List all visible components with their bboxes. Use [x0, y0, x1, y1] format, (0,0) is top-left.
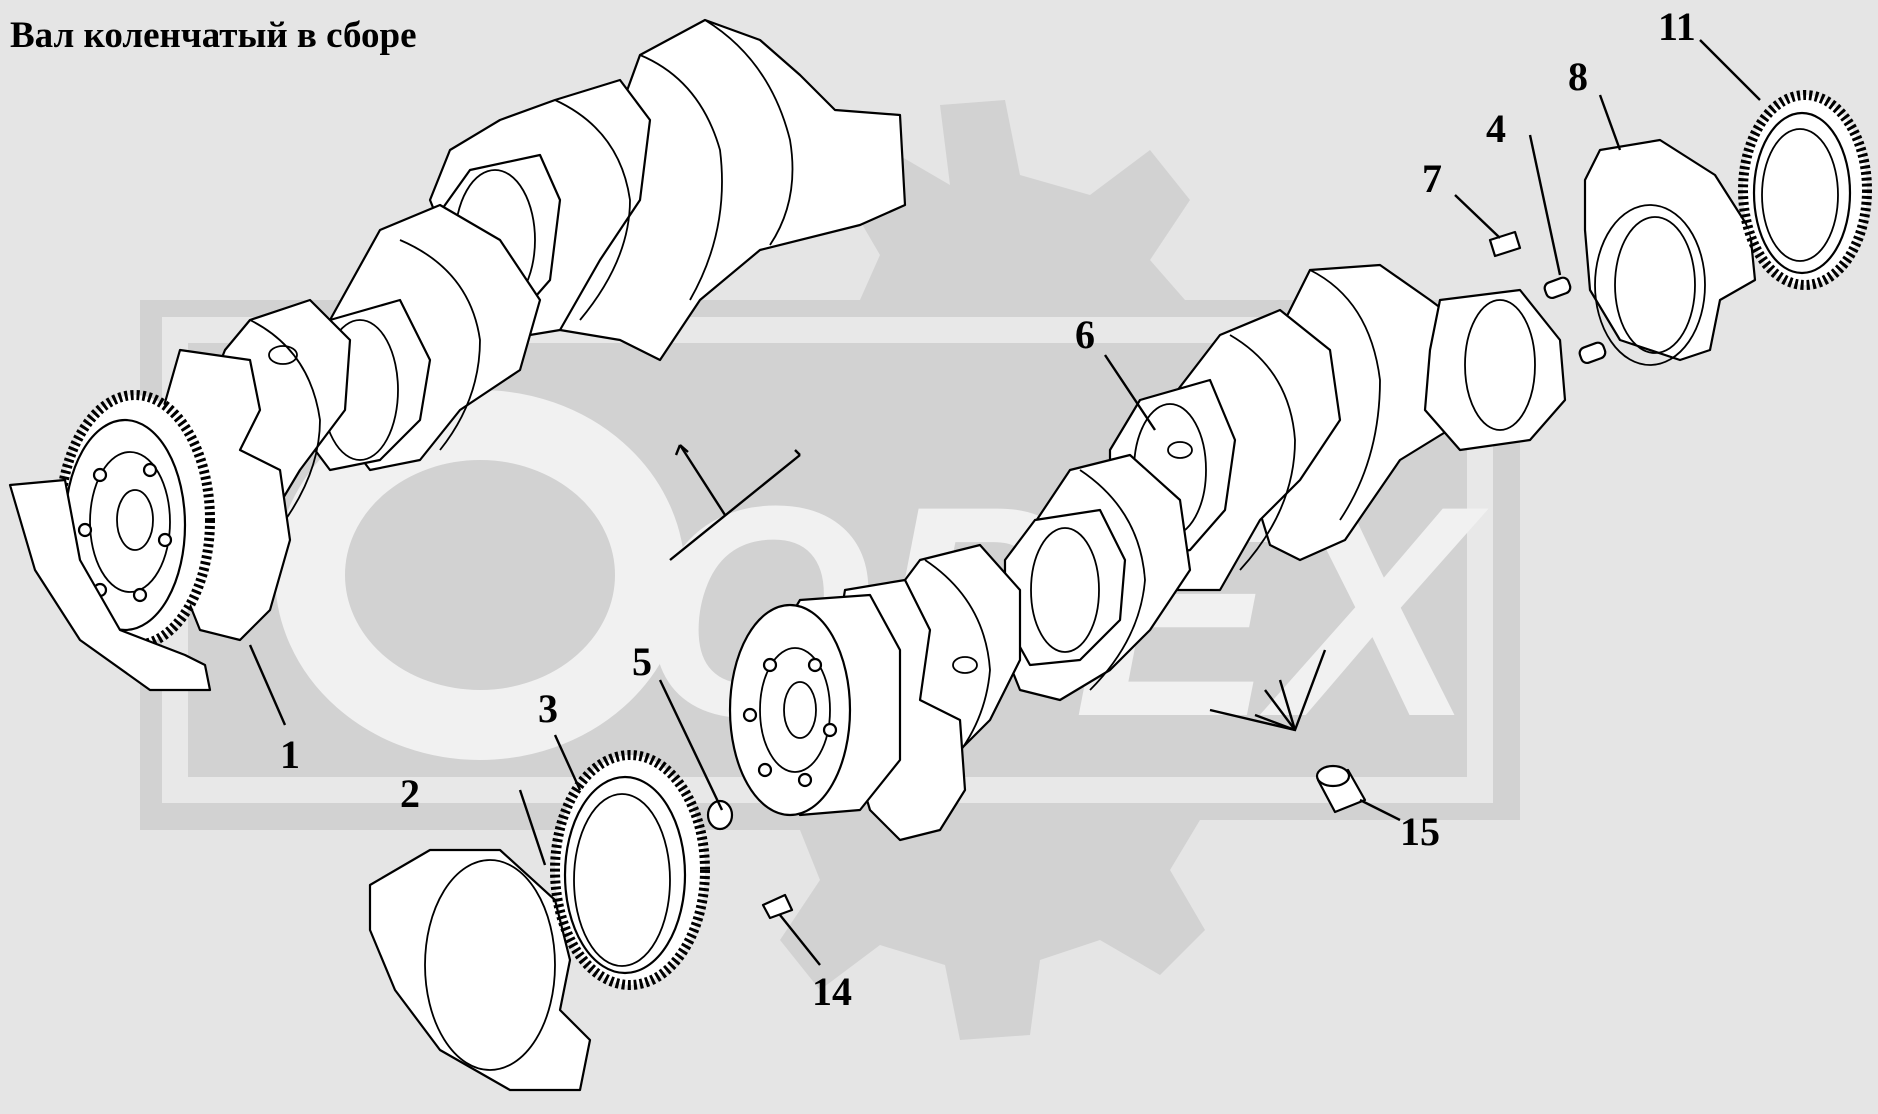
- flange-lower: [728, 603, 852, 817]
- crankshaft-assembly-upper: [8, 18, 907, 692]
- callout-15: 15: [1400, 809, 1440, 854]
- part-3-ring-gear: [550, 750, 710, 990]
- callout-labels: 1 2 3 4 5 6 7 8 11 14 15: [280, 4, 1696, 1014]
- callout-2: 2: [400, 771, 420, 816]
- diagram-title: Вал коленчатый в сборе: [10, 15, 417, 56]
- watermark-frame: [162, 317, 1493, 803]
- part-14-key: [761, 893, 794, 920]
- watermark-letter-o: [275, 390, 685, 760]
- axis-indicator-lower: [1209, 649, 1327, 732]
- callout-14: 14: [812, 969, 852, 1014]
- callout-11: 11: [1658, 4, 1696, 49]
- thrust-washer-upper: [8, 478, 212, 692]
- callout-3: 3: [538, 686, 558, 731]
- rear-hub-lower: [1423, 288, 1567, 452]
- watermark: ОРЕХ: [140, 100, 1520, 1040]
- callout-8: 8: [1568, 54, 1588, 99]
- part-4-dowels: [1543, 276, 1607, 365]
- callout-5: 5: [632, 639, 652, 684]
- part-5-bushing: [706, 799, 734, 831]
- callout-1: 1: [280, 732, 300, 777]
- crankshaft-lower: [728, 263, 1567, 842]
- axis-indicator-upper: [669, 444, 801, 561]
- part-8-thrust-washer: [1583, 138, 1757, 366]
- leader-lines: [248, 39, 1761, 966]
- callout-6: 6: [1075, 312, 1095, 357]
- part-11-ring-gear: [1738, 90, 1872, 290]
- callout-7: 7: [1422, 156, 1442, 201]
- part-2-thrust-washer: [368, 848, 592, 1092]
- part-7-key: [1488, 230, 1522, 258]
- part-15-sleeve: [1315, 764, 1367, 814]
- callout-4: 4: [1486, 106, 1506, 151]
